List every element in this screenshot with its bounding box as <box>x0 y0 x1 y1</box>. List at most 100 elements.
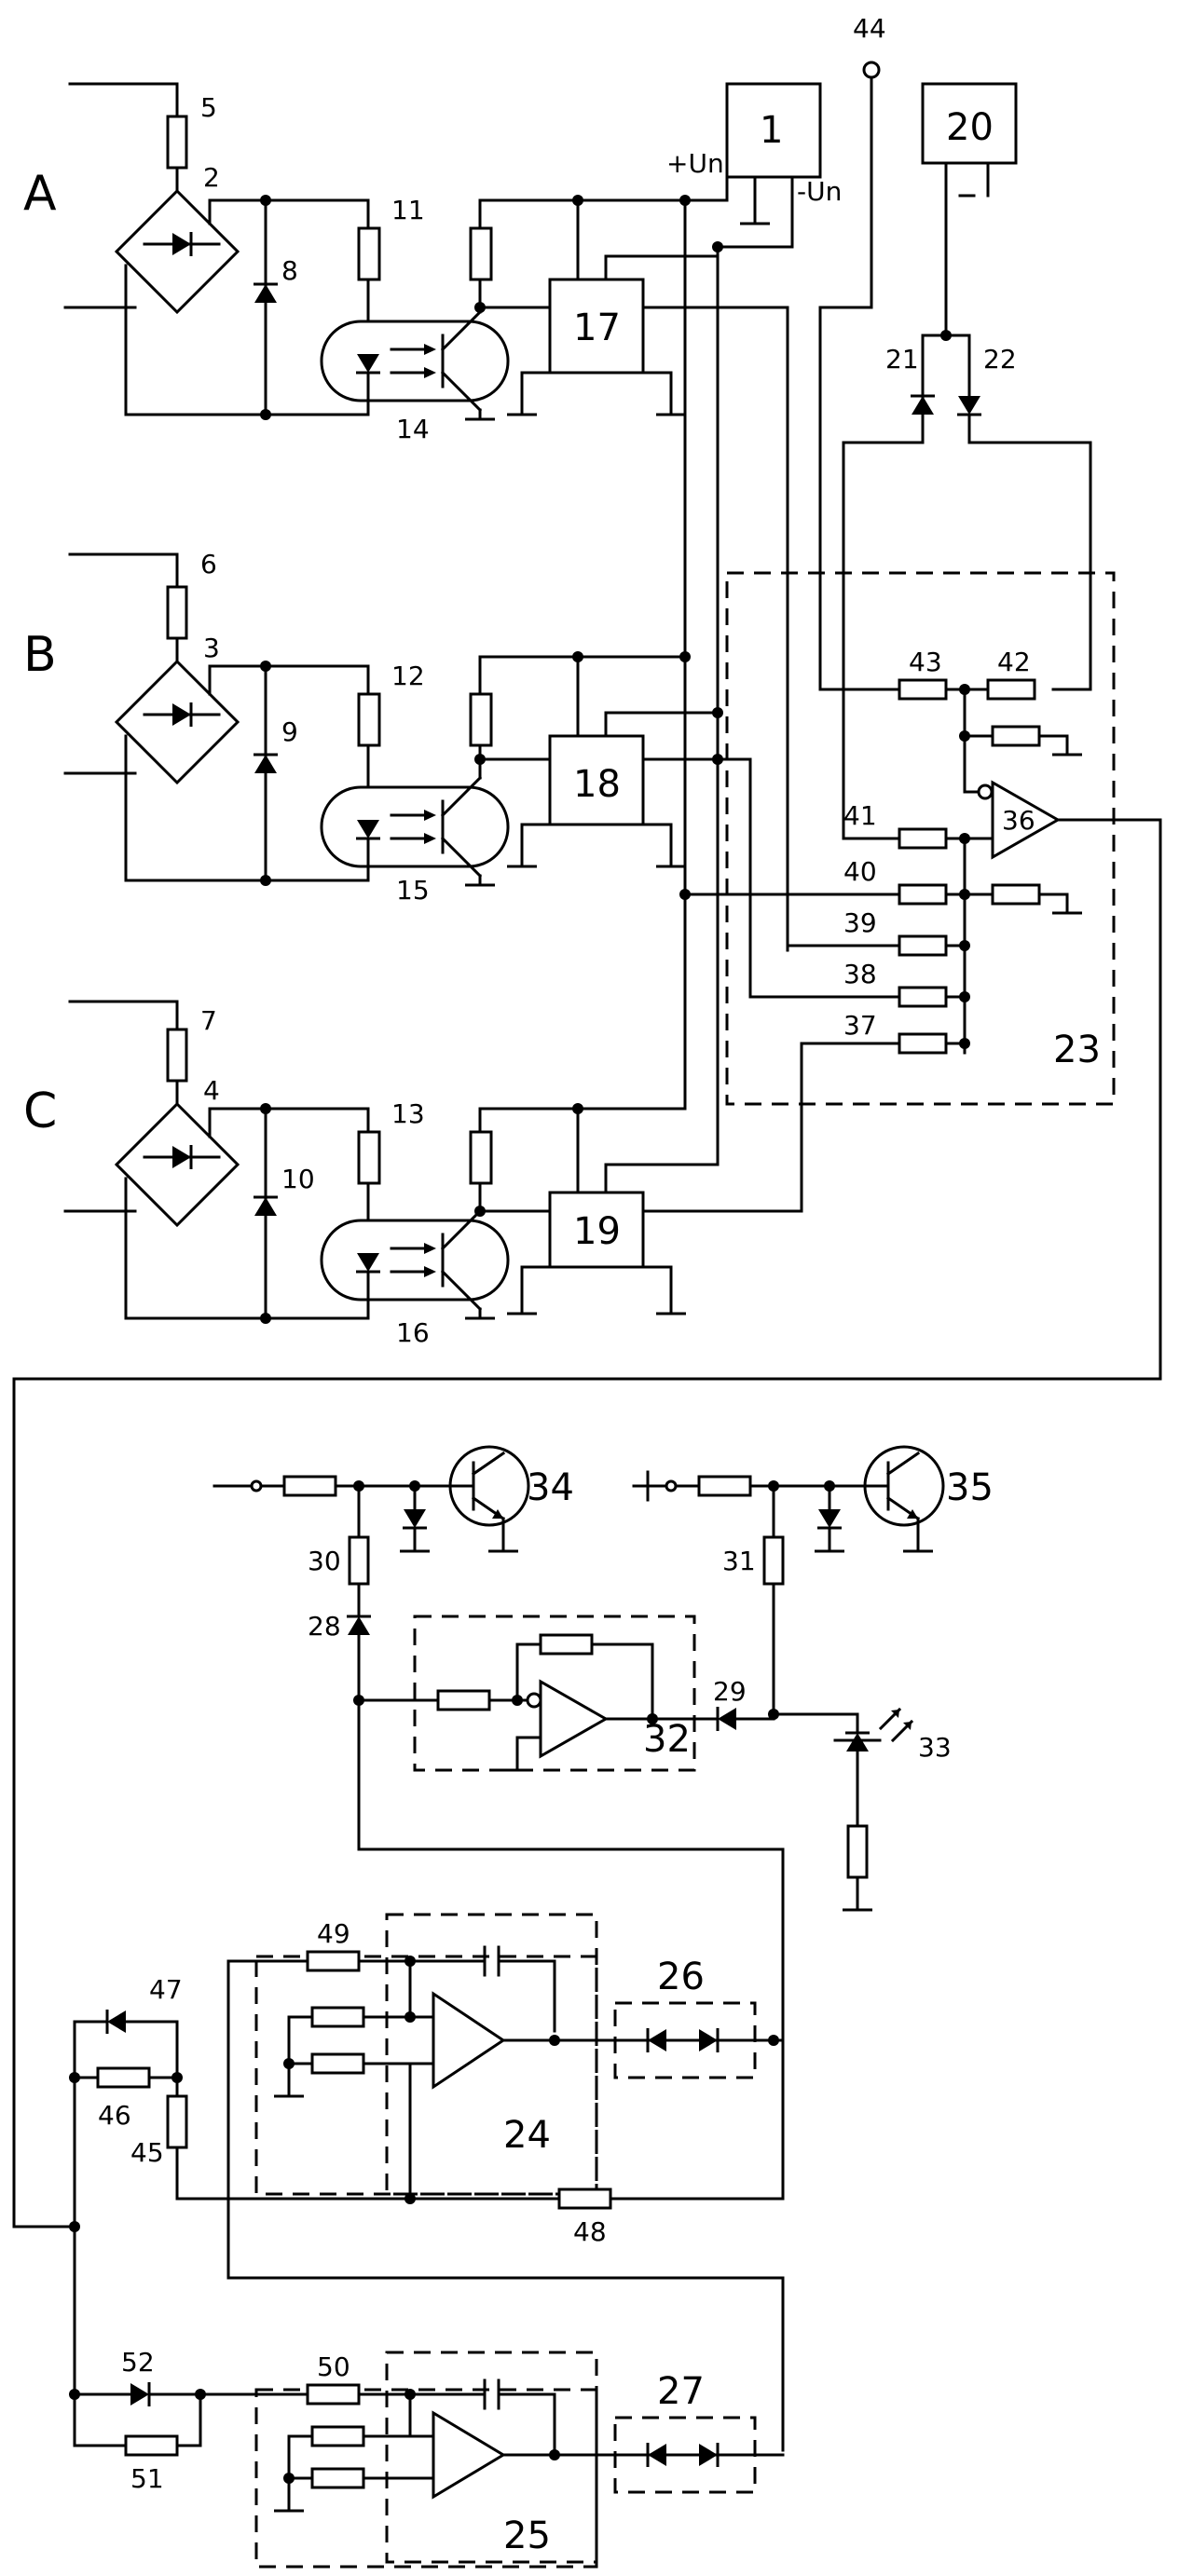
labels: A B C +Un -Un 1 2 3 4 5 6 7 8 9 10 11 12… <box>23 13 1101 2557</box>
resistor-12 <box>359 694 379 745</box>
label-32: 32 <box>643 1718 691 1761</box>
feedback-network <box>69 2010 783 2394</box>
label-42: 42 <box>997 647 1031 677</box>
label-51: 51 <box>130 2463 164 2494</box>
resistor-6 <box>168 587 186 638</box>
label-11: 11 <box>391 195 425 225</box>
label-37: 37 <box>843 1010 877 1041</box>
label-31: 31 <box>722 1546 756 1576</box>
label-24: 24 <box>503 2114 551 2157</box>
label-17: 17 <box>573 307 621 349</box>
label-48: 48 <box>573 2216 607 2247</box>
label-22: 22 <box>983 344 1017 375</box>
label-49: 49 <box>317 1918 350 1949</box>
resistor-32-in <box>438 1691 489 1710</box>
resistor-35-base <box>699 1477 750 1495</box>
resistor-30 <box>350 1537 368 1584</box>
integrator-25 <box>69 2278 783 2567</box>
supply-buses <box>685 200 788 1165</box>
output-transistor-35 <box>634 1447 943 1910</box>
resistor-33 <box>848 1826 867 1877</box>
label-12: 12 <box>391 661 425 691</box>
block-24-outline-b <box>256 1956 596 2194</box>
optocoupler-16 <box>322 1220 508 1300</box>
pos-supply-label: +Un <box>666 148 724 179</box>
optocoupler-15 <box>322 787 508 866</box>
label-36: 36 <box>1002 805 1035 836</box>
label-14: 14 <box>396 414 430 444</box>
label-7: 7 <box>200 1005 217 1036</box>
phase-b-label: B <box>23 627 57 683</box>
resistor-41 <box>899 829 946 848</box>
neg-supply-label: -Un <box>797 176 842 207</box>
label-2: 2 <box>203 162 220 193</box>
resistor-24a <box>312 2008 363 2026</box>
label-3: 3 <box>203 633 220 663</box>
label-5: 5 <box>200 92 217 123</box>
resistor-42 <box>988 680 1035 699</box>
resistor-16a <box>471 1132 491 1183</box>
label-8: 8 <box>281 255 298 286</box>
label-39: 39 <box>843 907 877 938</box>
resistor-50 <box>308 2385 359 2404</box>
resistor-14a <box>471 228 491 279</box>
label-50: 50 <box>317 2351 350 2382</box>
resistor-51 <box>126 2436 177 2455</box>
resistor-39 <box>899 936 946 955</box>
resistor-40 <box>899 885 946 904</box>
label-38: 38 <box>843 959 877 989</box>
resistor-5 <box>168 116 186 168</box>
label-16: 16 <box>396 1317 430 1348</box>
resistor-34-base <box>284 1477 336 1495</box>
label-30: 30 <box>308 1546 341 1576</box>
resistor-15a <box>471 694 491 745</box>
resistor-24b <box>312 2054 363 2073</box>
label-6: 6 <box>200 549 217 579</box>
resistor-32-fb <box>541 1635 592 1654</box>
label-46: 46 <box>98 2100 131 2131</box>
resistor-45 <box>168 2096 186 2147</box>
label-52: 52 <box>121 2347 155 2378</box>
label-47: 47 <box>149 1974 183 2005</box>
label-34: 34 <box>527 1466 574 1509</box>
label-35: 35 <box>946 1466 994 1509</box>
output-transistor-34 <box>214 1447 783 2180</box>
opamp-24 <box>433 1994 503 2087</box>
phase-a-label: A <box>23 166 57 222</box>
label-13: 13 <box>391 1098 425 1129</box>
resistor-31 <box>764 1537 783 1584</box>
phase-a-channel <box>65 84 788 420</box>
resistor-gnd-1 <box>993 727 1039 745</box>
label-9: 9 <box>281 716 298 747</box>
label-29: 29 <box>713 1676 747 1707</box>
label-1: 1 <box>760 109 783 152</box>
label-10: 10 <box>281 1164 315 1194</box>
resistor-43 <box>899 680 946 699</box>
resistor-gnd-2 <box>993 885 1039 904</box>
label-43: 43 <box>909 647 942 677</box>
resistor-38 <box>899 988 946 1006</box>
label-33: 33 <box>918 1732 952 1763</box>
label-15: 15 <box>396 875 430 906</box>
label-23: 23 <box>1053 1029 1101 1071</box>
label-28: 28 <box>308 1611 341 1642</box>
resistor-49 <box>308 1952 359 1970</box>
resistor-11 <box>359 228 379 279</box>
label-40: 40 <box>843 856 877 887</box>
label-25: 25 <box>503 2515 551 2557</box>
label-18: 18 <box>573 763 621 806</box>
label-27: 27 <box>657 2370 705 2413</box>
label-21: 21 <box>885 344 919 375</box>
label-19: 19 <box>573 1210 621 1253</box>
reference-block-20 <box>843 84 1090 838</box>
phase-c-channel <box>65 1002 899 1324</box>
opamp-32 <box>541 1682 606 1756</box>
label-20: 20 <box>946 106 994 149</box>
resistor-25a <box>312 2427 363 2446</box>
phase-b-channel <box>65 554 750 886</box>
resistor-48 <box>559 2189 610 2208</box>
opamp-25 <box>433 2413 503 2497</box>
resistor-7 <box>168 1029 186 1081</box>
